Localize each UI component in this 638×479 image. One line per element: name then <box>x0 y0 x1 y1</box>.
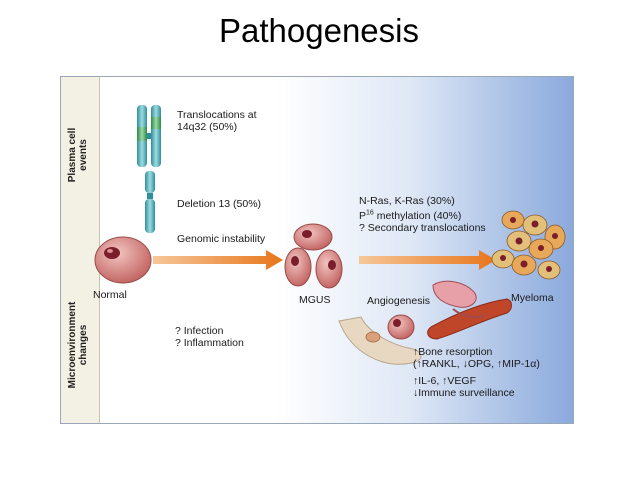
bone-resorption-line: ↑Bone resorption <box>413 346 493 358</box>
diagram-graphics <box>94 105 566 365</box>
deletion-chromosome-icon <box>145 171 155 233</box>
normal-label: Normal <box>93 289 127 301</box>
slide-title: Pathogenesis <box>219 12 419 49</box>
infection-inflammation-text: ? Infection ? Inflammation <box>175 325 244 349</box>
translocations-line2: 14q32 (50%) <box>177 121 238 133</box>
angiogenesis-label: Angiogenesis <box>367 295 431 307</box>
infection-text: ? Infection <box>175 325 224 337</box>
p16-text: P16 methylation (40%) <box>359 209 462 222</box>
ras-text: N-Ras, K-Ras (30%) <box>359 195 455 207</box>
pathogenesis-diagram: Plasma cell events Microenvironment chan… <box>60 76 574 424</box>
deletion-text: Deletion 13 (50%) <box>177 198 262 210</box>
translocations-line1: Translocations at <box>177 109 257 121</box>
translocations-text: Translocations at 14q32 (50%) <box>177 109 257 133</box>
myeloma-cells-icon <box>491 210 566 280</box>
translocation-chromosomes-icon <box>137 105 161 167</box>
rankl-opg-mip-line: (↑RANKL, ↓OPG, ↑MIP-1α) <box>413 358 540 370</box>
mgus-cells-icon <box>284 223 343 289</box>
mgus-label: MGUS <box>299 294 331 306</box>
genomic-instability-text: Genomic instability <box>177 233 266 245</box>
normal-cell-icon <box>94 236 152 284</box>
bone-resorption-icon <box>338 314 422 365</box>
secondary-translocations-text: ? Secondary translocations <box>359 221 486 234</box>
inflammation-text: ? Inflammation <box>175 337 244 349</box>
cytokines-immune-text: ↑IL-6, ↑VEGF ↓Immune surveillance <box>413 375 515 399</box>
immune-surveillance-line: ↓Immune surveillance <box>413 387 515 399</box>
myeloma-label: Myeloma <box>511 292 554 304</box>
secondary-events-text: N-Ras, K-Ras (30%) P16 methylation (40%)… <box>359 195 486 234</box>
angiogenesis-vessel-icon <box>427 280 512 340</box>
il6-vegf-line: ↑IL-6, ↑VEGF <box>413 375 477 387</box>
bone-resorption-text: ↑Bone resorption (↑RANKL, ↓OPG, ↑MIP-1α) <box>413 346 540 370</box>
arrow-mgus-to-myeloma <box>359 250 496 270</box>
arrow-normal-to-mgus <box>153 250 283 270</box>
